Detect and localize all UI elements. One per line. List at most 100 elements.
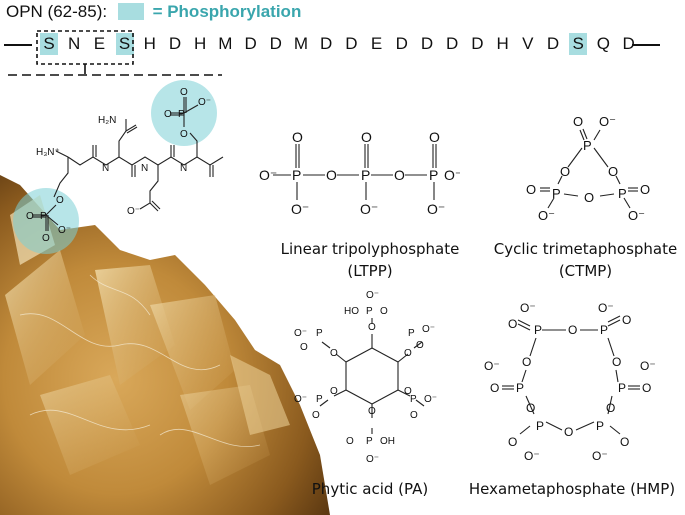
svg-text:O⁻: O⁻ <box>366 290 379 301</box>
svg-text:O⁻: O⁻ <box>444 167 460 183</box>
residue: H <box>143 34 156 53</box>
svg-text:O: O <box>410 410 418 421</box>
amide-label: H₂N <box>98 115 116 126</box>
amine-label: H₃N⁺ <box>36 147 60 158</box>
svg-text:O⁻: O⁻ <box>599 114 616 129</box>
figure-header: OPN (62-85): = Phosphorylation <box>6 2 301 22</box>
svg-text:O: O <box>312 410 320 421</box>
pa-name: Phytic acid (PA) <box>311 480 429 498</box>
residue: D <box>269 34 282 53</box>
residue-phosphorylated: S <box>115 33 134 55</box>
residue: Q <box>596 34 610 53</box>
svg-text:O: O <box>568 323 577 337</box>
svg-text:O: O <box>526 401 535 415</box>
svg-text:N: N <box>102 163 109 174</box>
svg-text:O: O <box>330 348 338 359</box>
pa-caption: Phytic acid (PA) <box>295 478 445 500</box>
ltpp-abbr: (LTPP) <box>347 262 393 280</box>
svg-text:O⁻: O⁻ <box>640 359 656 373</box>
svg-text:O: O <box>292 130 303 145</box>
svg-text:P: P <box>534 323 542 337</box>
svg-text:O: O <box>56 195 64 206</box>
svg-text:P: P <box>583 138 592 153</box>
residue: M <box>293 34 309 53</box>
residue: D <box>446 34 459 53</box>
svg-text:O: O <box>404 348 412 359</box>
svg-text:O: O <box>300 342 308 353</box>
svg-text:P: P <box>361 167 370 183</box>
svg-text:O: O <box>606 401 615 415</box>
svg-text:O⁻: O⁻ <box>427 201 445 217</box>
residue: V <box>522 34 534 53</box>
phosphorylation-legend-label: = Phosphorylation <box>152 2 302 21</box>
residue-phosphorylated: S <box>40 33 58 55</box>
svg-text:O⁻: O⁻ <box>294 394 307 405</box>
svg-text:O: O <box>42 233 50 244</box>
phosphorylation-legend-swatch <box>117 3 144 20</box>
svg-text:P: P <box>429 167 438 183</box>
svg-text:P: P <box>596 419 604 433</box>
svg-text:O⁻: O⁻ <box>294 328 307 339</box>
svg-text:O⁻: O⁻ <box>538 208 555 223</box>
residue: D <box>546 34 560 53</box>
residue: H <box>194 34 207 53</box>
svg-text:O⁻: O⁻ <box>520 301 536 315</box>
svg-text:N: N <box>180 163 187 174</box>
svg-text:N: N <box>141 163 148 174</box>
svg-text:O⁻: O⁻ <box>360 201 378 217</box>
svg-text:P: P <box>552 186 561 201</box>
svg-text:O: O <box>508 435 517 449</box>
svg-text:O⁻: O⁻ <box>291 201 309 217</box>
svg-text:O⁻: O⁻ <box>259 167 277 183</box>
sequence-left-line <box>4 44 32 46</box>
residue: E <box>370 34 383 53</box>
residue: D <box>395 34 408 53</box>
svg-text:P: P <box>292 167 301 183</box>
residue: D <box>320 34 333 53</box>
svg-text:O: O <box>326 167 337 183</box>
svg-text:O: O <box>361 130 372 145</box>
svg-text:O: O <box>180 87 188 98</box>
svg-text:O: O <box>429 130 440 145</box>
svg-text:P: P <box>366 306 373 317</box>
svg-text:O: O <box>368 322 376 333</box>
residue-phosphorylated: S <box>569 33 588 55</box>
svg-text:O: O <box>380 306 388 317</box>
residue: D <box>471 34 484 53</box>
crystal-photo <box>0 175 330 515</box>
svg-text:P: P <box>618 381 626 395</box>
svg-text:O⁻: O⁻ <box>628 208 645 223</box>
svg-text:P: P <box>618 186 627 201</box>
ctmp-caption: Cyclic trimetaphosphate (CTMP) <box>488 238 683 282</box>
svg-text:P: P <box>178 109 185 120</box>
residue: D <box>345 34 358 53</box>
residue: N <box>68 34 81 53</box>
svg-text:P: P <box>40 211 47 222</box>
svg-text:O⁻: O⁻ <box>524 449 540 463</box>
svg-text:O: O <box>526 182 536 197</box>
svg-text:O: O <box>164 109 172 120</box>
svg-text:P: P <box>536 419 544 433</box>
svg-text:P: P <box>366 436 373 447</box>
svg-text:HO: HO <box>344 306 359 317</box>
residue: D <box>244 34 257 53</box>
svg-text:O: O <box>26 211 34 222</box>
svg-text:O: O <box>490 381 499 395</box>
svg-text:O⁻: O⁻ <box>484 359 500 373</box>
svg-text:O: O <box>608 164 618 179</box>
residue: M <box>218 34 233 53</box>
residue: D <box>420 34 434 53</box>
svg-text:O⁻: O⁻ <box>422 324 435 335</box>
ltpp-name: Linear tripolyphosphate <box>280 240 460 258</box>
svg-text:O: O <box>346 436 354 447</box>
svg-text:O⁻: O⁻ <box>366 454 379 465</box>
svg-text:O: O <box>416 340 424 351</box>
hmp-caption: Hexametaphosphate (HMP) <box>462 478 682 500</box>
svg-text:O: O <box>404 386 412 397</box>
residue: D <box>168 34 182 53</box>
svg-text:O: O <box>584 190 594 205</box>
svg-text:O: O <box>564 425 573 439</box>
svg-text:O: O <box>180 129 188 140</box>
